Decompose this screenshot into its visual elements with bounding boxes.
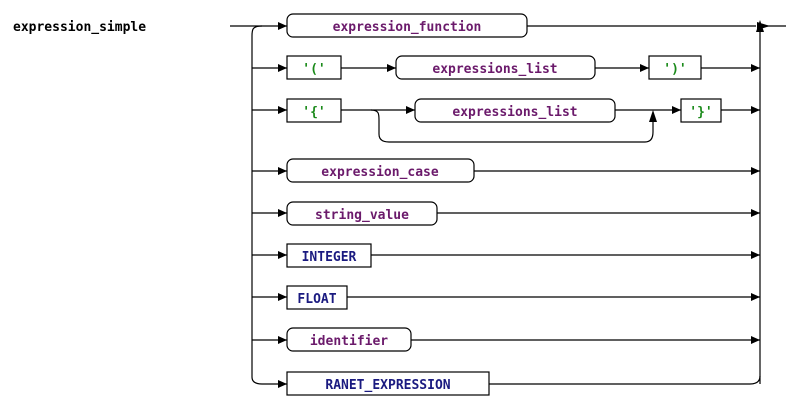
svg-text:RANET_EXPRESSION: RANET_EXPRESSION [325,378,450,393]
svg-text:expression_function: expression_function [333,20,482,35]
nonterminal-expressions-list-optional[interactable]: expressions_list [414,98,616,123]
svg-text:string_value: string_value [315,208,409,223]
svg-text:INTEGER: INTEGER [302,250,357,265]
svg-text:expression_case: expression_case [321,165,439,180]
svg-text:'{': '{' [302,105,325,120]
arrow-alt1-out [757,22,770,30]
svg-text:'(': '(' [302,62,325,77]
nonterminal-expressions-list[interactable]: expressions_list [395,55,596,80]
literal-close-brace[interactable]: '}' [680,98,722,123]
nonterminal-expression-case[interactable]: expression_case [286,158,475,183]
left-rail [251,25,263,385]
rule-name: expression_simple [13,20,146,35]
literal-close-paren[interactable]: ')' [648,55,702,80]
svg-text:')': ')' [663,62,686,77]
nonterminal-expression-function[interactable]: expression_function [286,13,528,38]
svg-text:expressions_list: expressions_list [452,105,577,120]
svg-text:identifier: identifier [310,334,388,349]
nonterminal-identifier[interactable]: identifier [286,327,412,352]
token-ranet-expression[interactable]: RANET_EXPRESSION [286,371,490,396]
arrow-alt1-in [278,22,287,30]
optional-bypass-arrow [649,110,657,122]
svg-text:'}': '}' [689,105,712,120]
literal-open-brace[interactable]: '{' [286,98,342,123]
nonterminal-string-value[interactable]: string_value [286,201,438,226]
token-float[interactable]: FLOAT [286,285,348,310]
svg-text:FLOAT: FLOAT [297,292,336,307]
optional-bypass-path [370,109,654,143]
svg-text:expressions_list: expressions_list [432,62,557,77]
token-integer[interactable]: INTEGER [286,243,372,268]
literal-open-paren[interactable]: '(' [286,55,342,80]
